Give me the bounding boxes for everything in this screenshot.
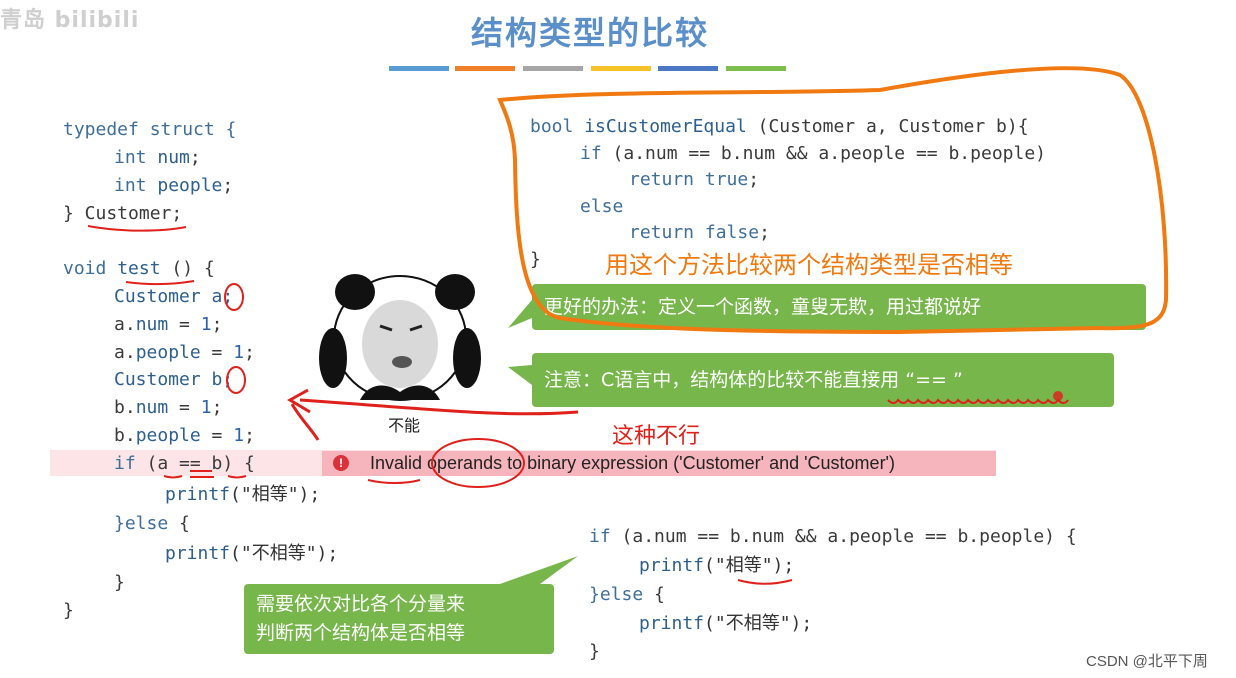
red-underline — [125, 280, 195, 286]
color-bar-2 — [455, 66, 515, 71]
code-line: } — [589, 641, 600, 662]
left-code-block: typedef struct { int num; int people; } … — [63, 119, 338, 621]
code-line: if (a.num == b.num && a.people == b.peop… — [589, 526, 1077, 547]
error-message: Invalid operands to binary expression ('… — [370, 453, 895, 473]
color-bar-3 — [523, 66, 583, 71]
red-arrow — [299, 398, 579, 416]
code-line: printf("不相等"); — [165, 543, 339, 564]
note-pointer — [500, 556, 578, 584]
code-line: typedef struct { — [63, 119, 237, 140]
compare-fields-note: 需要依次对比各个分量来 判断两个结构体是否相等 — [244, 584, 554, 654]
code-line: if (a == b) { — [114, 453, 255, 474]
color-bar-5 — [658, 66, 718, 71]
cursor-dot — [1053, 391, 1063, 401]
red-circle — [226, 366, 246, 394]
orange-caption: 用这个方法比较两个结构类型是否相等 — [605, 251, 1013, 279]
orange-loop — [497, 66, 1169, 335]
red-underline — [163, 470, 247, 479]
note-line: 判断两个结构体是否相等 — [256, 622, 466, 644]
code-line: a.people = 1; — [114, 342, 255, 363]
code-line: void test () { — [63, 258, 215, 279]
meme-caption: 不能 — [388, 416, 421, 435]
code-line: return true; — [629, 169, 760, 190]
color-bar-6 — [726, 66, 786, 71]
panda-meme-image — [319, 274, 481, 401]
code-line: printf("相等"); — [165, 484, 321, 505]
code-line: printf("相等"); — [639, 555, 795, 576]
note-pointer — [508, 300, 532, 328]
function-code-block: bool isCustomerEqual (Customer a, Custom… — [0, 116, 1236, 525]
code-line: b.people = 1; — [114, 425, 255, 446]
color-bar-4 — [591, 66, 651, 71]
code-line: a.num = 1; — [114, 314, 223, 335]
code-line: }else { — [114, 513, 190, 534]
code-line: else — [580, 196, 624, 217]
error-icon: ! — [333, 455, 349, 471]
code-line: printf("不相等"); — [639, 613, 813, 634]
code-line: return false; — [629, 222, 770, 243]
code-line: } — [530, 249, 541, 270]
csdn-credit: CSDN @北平下周 — [1086, 653, 1208, 670]
warning-note: 注意：C语言中，结构体的比较不能直接用 “== ” — [532, 353, 1114, 407]
code-line: b.num = 1; — [114, 397, 223, 418]
code-line: } — [63, 600, 74, 621]
code-line: int people; — [114, 175, 234, 196]
note-line: 需要依次对比各个分量来 — [256, 593, 466, 615]
red-arrow-head — [287, 388, 311, 414]
code-line: Customer a; — [114, 286, 234, 307]
code-line: } Customer; — [63, 203, 183, 224]
code-line: }else { — [589, 584, 665, 605]
red-underline — [367, 479, 421, 484]
color-bar-1 — [389, 66, 449, 71]
red-stroke — [290, 403, 320, 441]
red-circle — [224, 283, 244, 311]
red-underline — [87, 225, 187, 232]
red-circle — [431, 438, 525, 488]
note-pointer — [508, 365, 532, 385]
red-caption: 这种不行 — [612, 424, 701, 449]
code-line: bool isCustomerEqual (Customer a, Custom… — [530, 116, 1029, 137]
slide-title: 结构类型的比较 — [470, 14, 709, 52]
code-line: } — [114, 572, 125, 593]
code-line: int num; — [114, 147, 201, 168]
code-line: if (a.num == b.num && a.people == b.peop… — [580, 143, 1047, 164]
watermark: 青岛 bilibili — [0, 8, 140, 33]
red-underline — [737, 579, 793, 585]
better-method-note: 更好的办法：定义一个函数，童叟无欺，用过都说好 — [532, 284, 1146, 330]
red-wavy-underline — [887, 398, 1069, 404]
bottom-code-block: if (a.num == b.num && a.people == b.peop… — [0, 525, 1236, 662]
